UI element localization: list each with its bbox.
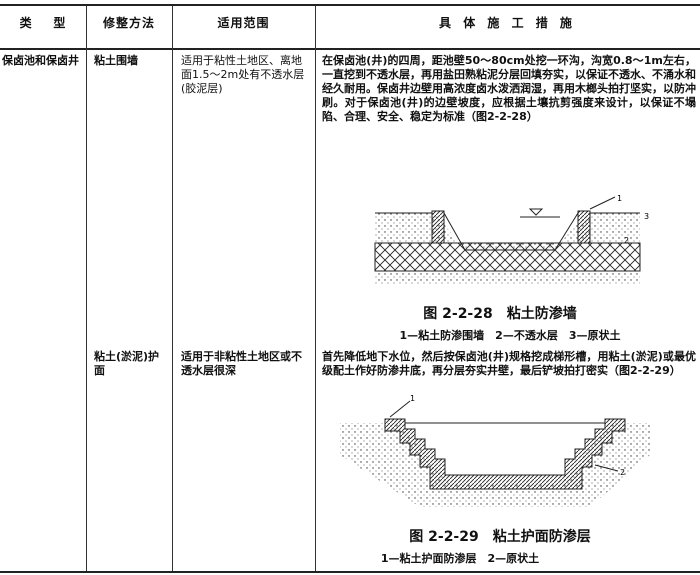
figure-legend: 1—粘土防渗围墙 2—不透水层 3—原状土 bbox=[399, 329, 621, 342]
header-measures: 具 体 施 工 措 施 bbox=[439, 16, 576, 30]
column-divider bbox=[172, 6, 173, 571]
figure-legend: 1—粘土护面防渗层 2—原状土 bbox=[380, 552, 540, 565]
header-bottom-rule bbox=[0, 48, 700, 50]
header-type: 类 型 bbox=[19, 16, 67, 30]
row-method: 粘土(淤泥)护面 bbox=[94, 350, 160, 377]
header-method: 修整方法 bbox=[102, 16, 155, 30]
row-method: 粘土围墙 bbox=[94, 54, 138, 67]
row-measures: 在保卤池(井)的四周，距池壁50～80cm处挖一环沟，沟宽0.8～1m左右，一直… bbox=[322, 54, 696, 123]
column-divider bbox=[315, 6, 316, 571]
header-scope: 适用范围 bbox=[217, 16, 270, 30]
row-type: 保卤池和保卤井 bbox=[2, 54, 79, 67]
column-divider bbox=[86, 6, 87, 571]
row-measures: 首先降低地下水位，然后按保卤池(井)规格挖成梯形槽，用粘土(淤泥)或最优级配土作… bbox=[322, 350, 696, 377]
fig1-label-1: 1 bbox=[617, 195, 622, 203]
figure-clay-seepage-wall: 1 3 2 bbox=[374, 195, 649, 285]
fig2-label-1: 1 bbox=[410, 395, 415, 403]
table-top-rule bbox=[0, 4, 700, 6]
figure-clay-facing-layer: 1 2 bbox=[340, 395, 650, 507]
row-scope: 适用于粘性土地区、离地面1.5～2m处有不透水层(胶泥层) bbox=[181, 54, 305, 95]
fig2-label-2: 2 bbox=[620, 468, 625, 477]
figure-title: 图 2-2-29 粘土护面防渗层 bbox=[409, 529, 591, 545]
fig1-label-3: 3 bbox=[644, 212, 649, 221]
fig1-label-2: 2 bbox=[624, 236, 629, 245]
table-bottom-rule bbox=[0, 571, 700, 573]
figure-title: 图 2-2-28 粘土防渗墙 bbox=[423, 306, 577, 322]
row-scope: 适用于非粘性土地区或不透水层很深 bbox=[181, 350, 302, 377]
